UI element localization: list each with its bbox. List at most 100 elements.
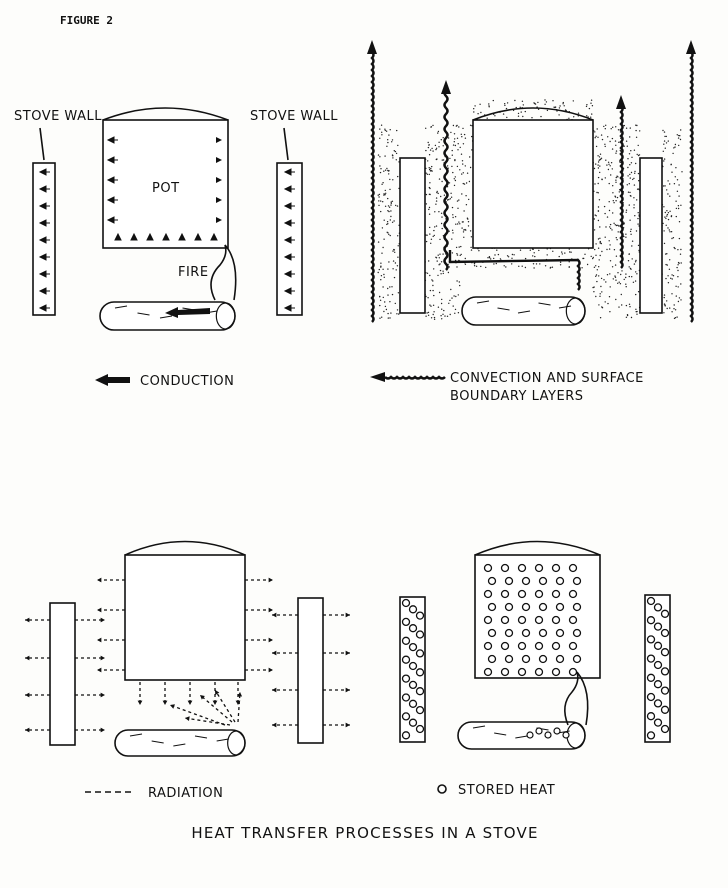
stored-heat-circle [572, 628, 582, 638]
stipple-dot [677, 264, 679, 266]
stipple-dot [459, 169, 461, 171]
stipple-dot [608, 163, 610, 165]
stipple-dot [438, 211, 440, 213]
stipple-dot [387, 205, 390, 207]
conduction-arrow [38, 253, 50, 261]
stipple-dot [607, 168, 610, 171]
stipple-dot [437, 192, 439, 195]
stipple-dot [618, 191, 620, 193]
stipple-dot [597, 182, 599, 185]
stipple-dot [663, 242, 666, 245]
stipple-dot [379, 128, 381, 130]
stipple-dot [385, 192, 387, 194]
stipple-dot [386, 145, 388, 147]
stipple-dot [625, 283, 627, 285]
stipple-dot [452, 305, 454, 307]
stipple-dot [390, 202, 392, 204]
stipple-dot [551, 266, 554, 268]
stipple-dot [454, 144, 457, 147]
stipple-dot [664, 147, 666, 149]
stipple-dot [379, 137, 381, 139]
stipple-dot [521, 265, 523, 267]
stipple-dot [596, 128, 598, 130]
stipple-dot [680, 262, 682, 264]
stipple-dot [533, 267, 535, 269]
stipple-dot [671, 311, 673, 313]
conduction-arrow [283, 219, 295, 227]
stipple-dot [384, 301, 386, 303]
stipple-dot [678, 195, 680, 197]
stipple-dot [615, 179, 617, 181]
stored-heat-circle [544, 731, 552, 739]
stipple-dot [629, 173, 631, 176]
conduction-arrow [283, 287, 295, 295]
stipple-dot [438, 264, 440, 266]
stipple-dot [615, 237, 617, 239]
arrow-head [345, 687, 350, 693]
stipple-dot [458, 246, 460, 248]
convection-arrow [619, 105, 624, 269]
stipple-dot [604, 143, 606, 145]
stipple-dot [633, 177, 635, 180]
stipple-dot [663, 294, 666, 296]
stipple-dot [677, 205, 680, 207]
stipple-dot [625, 316, 628, 318]
stipple-dot [432, 284, 434, 287]
stipple-dot [485, 266, 487, 269]
stipple-dot [451, 238, 453, 240]
stipple-dot [612, 192, 614, 194]
stipple-dot [397, 256, 399, 258]
stipple-dot [430, 167, 432, 170]
stipple-dot [381, 227, 384, 229]
stipple-dot [631, 156, 633, 158]
convection-arrows [367, 40, 696, 382]
stipple-dot [635, 129, 637, 132]
stipple-dot [441, 318, 443, 320]
stored-heat-circle [660, 648, 670, 657]
stipple-dot [625, 140, 628, 142]
stipple-dot [391, 293, 394, 296]
stipple-dot [478, 250, 480, 252]
stipple-dot [664, 135, 666, 138]
bark-mark [494, 732, 507, 736]
stipple-dot [513, 254, 515, 256]
stored-heat-circle [660, 628, 670, 638]
stored-heat-circle [572, 576, 582, 586]
radiation-arrows [25, 577, 350, 733]
stipple-dot [387, 139, 389, 141]
radiation-legend: RADIATION [148, 786, 223, 801]
stipple-dot [462, 182, 464, 185]
stipple-dot [458, 126, 460, 128]
conduction-arrow [38, 287, 50, 295]
stipple-dot [382, 296, 384, 299]
stipple-dot [609, 140, 611, 143]
stipple-dot [615, 144, 617, 146]
stipple-dot [608, 182, 610, 185]
stipple-dot [425, 149, 427, 152]
stipple-dot [572, 100, 574, 102]
arrow-head [100, 655, 105, 661]
stipple-dot [558, 107, 561, 109]
stipple-dot [619, 161, 621, 163]
stipple-dot [595, 215, 597, 217]
stipple-dot [618, 306, 620, 308]
stipple-dot [668, 268, 671, 270]
stored-heat-circle [487, 654, 497, 664]
stipple-dot [593, 266, 596, 268]
stipple-dot [431, 279, 433, 281]
stored-heat-circle [504, 576, 514, 586]
stipple-dot [596, 191, 598, 194]
stipple-dot [617, 224, 619, 226]
bark-mark [216, 738, 229, 742]
stored-heat-circle [646, 616, 656, 625]
stipple-dot [492, 99, 494, 102]
stipple-dot [593, 229, 596, 231]
stipple-dot [494, 254, 496, 256]
stipple-dot [604, 301, 606, 303]
stipple-dot [427, 146, 430, 149]
arrow-head [441, 80, 451, 94]
bark-mark [476, 300, 490, 304]
stipple-dot [608, 201, 610, 203]
pot-lid [102, 107, 229, 121]
arrow-head [345, 612, 350, 618]
